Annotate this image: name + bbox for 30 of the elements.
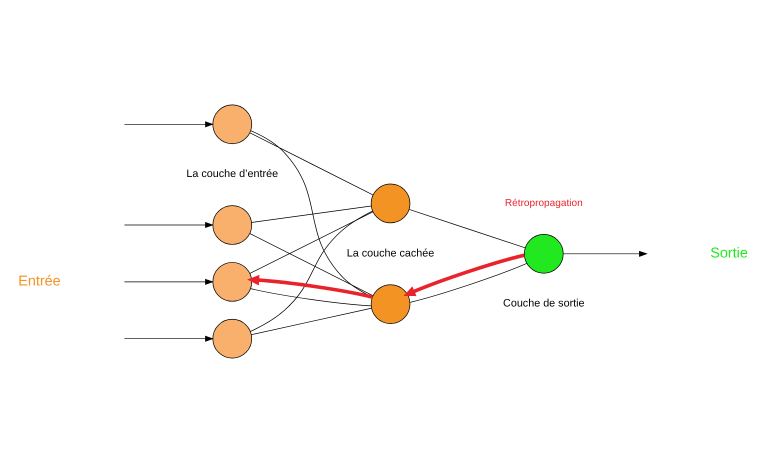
connector [250,288,372,306]
node-circle [212,318,252,358]
arrow [562,250,648,256]
connector [250,210,373,332]
label: Rétropropagation [504,198,583,209]
arrow [124,278,214,284]
label: Entrée [18,272,61,289]
node-label: La couche cachée [346,246,434,259]
node-label: Couche de sortie [503,297,585,310]
node-circle [524,234,564,274]
node-circle [212,262,252,302]
connector [251,205,372,222]
connector [250,307,372,335]
node-label: La couche d’entrée [186,168,278,180]
arrow [247,274,373,298]
connector [250,210,374,274]
arrow [124,335,214,342]
label: Sortie [710,244,748,261]
arrow [124,120,214,127]
connector [250,130,373,297]
arrow [124,222,214,228]
node-circle [370,284,410,324]
node-circle [212,104,252,144]
arrow [403,252,525,296]
connector [410,262,528,302]
connector [249,232,374,296]
node-circle [370,183,410,223]
node-circle [212,204,252,244]
connector [249,132,374,195]
connector [408,208,526,248]
